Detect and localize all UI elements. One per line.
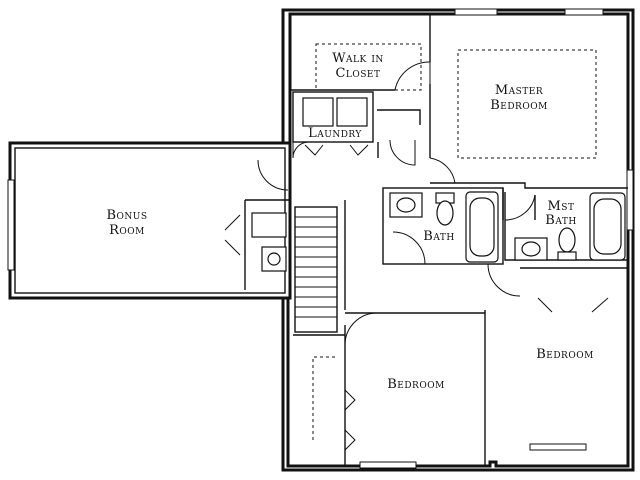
laundry-label: Laundry	[308, 126, 362, 141]
dashed-outlines	[312, 43, 597, 440]
bedroom-center-label: Bedroom	[387, 377, 445, 392]
walk-in-closet-label-line2: Closet	[335, 66, 380, 81]
walk-in-closet-label-line1: Walk in	[332, 51, 384, 66]
doors	[224, 61, 609, 451]
mst-bath-label-line1: Mst	[548, 199, 575, 214]
interior-walls	[244, 14, 628, 466]
windows	[7, 8, 634, 469]
bonus-room-label-line2: Room	[109, 223, 145, 238]
stairs	[294, 206, 338, 333]
fixtures	[251, 97, 626, 272]
bath-label: Bath	[423, 229, 454, 244]
master-bedroom-label-line1: Master	[495, 83, 543, 98]
bonus-room-label-line1: Bonus	[106, 208, 147, 223]
bedroom-right-label: Bedroom	[536, 347, 594, 362]
room-labels: Walk in Closet Master Bedroom Laundry Bo…	[106, 51, 593, 392]
mst-bath-label-line2: Bath	[545, 213, 576, 228]
master-bedroom-label-line2: Bedroom	[490, 98, 548, 113]
